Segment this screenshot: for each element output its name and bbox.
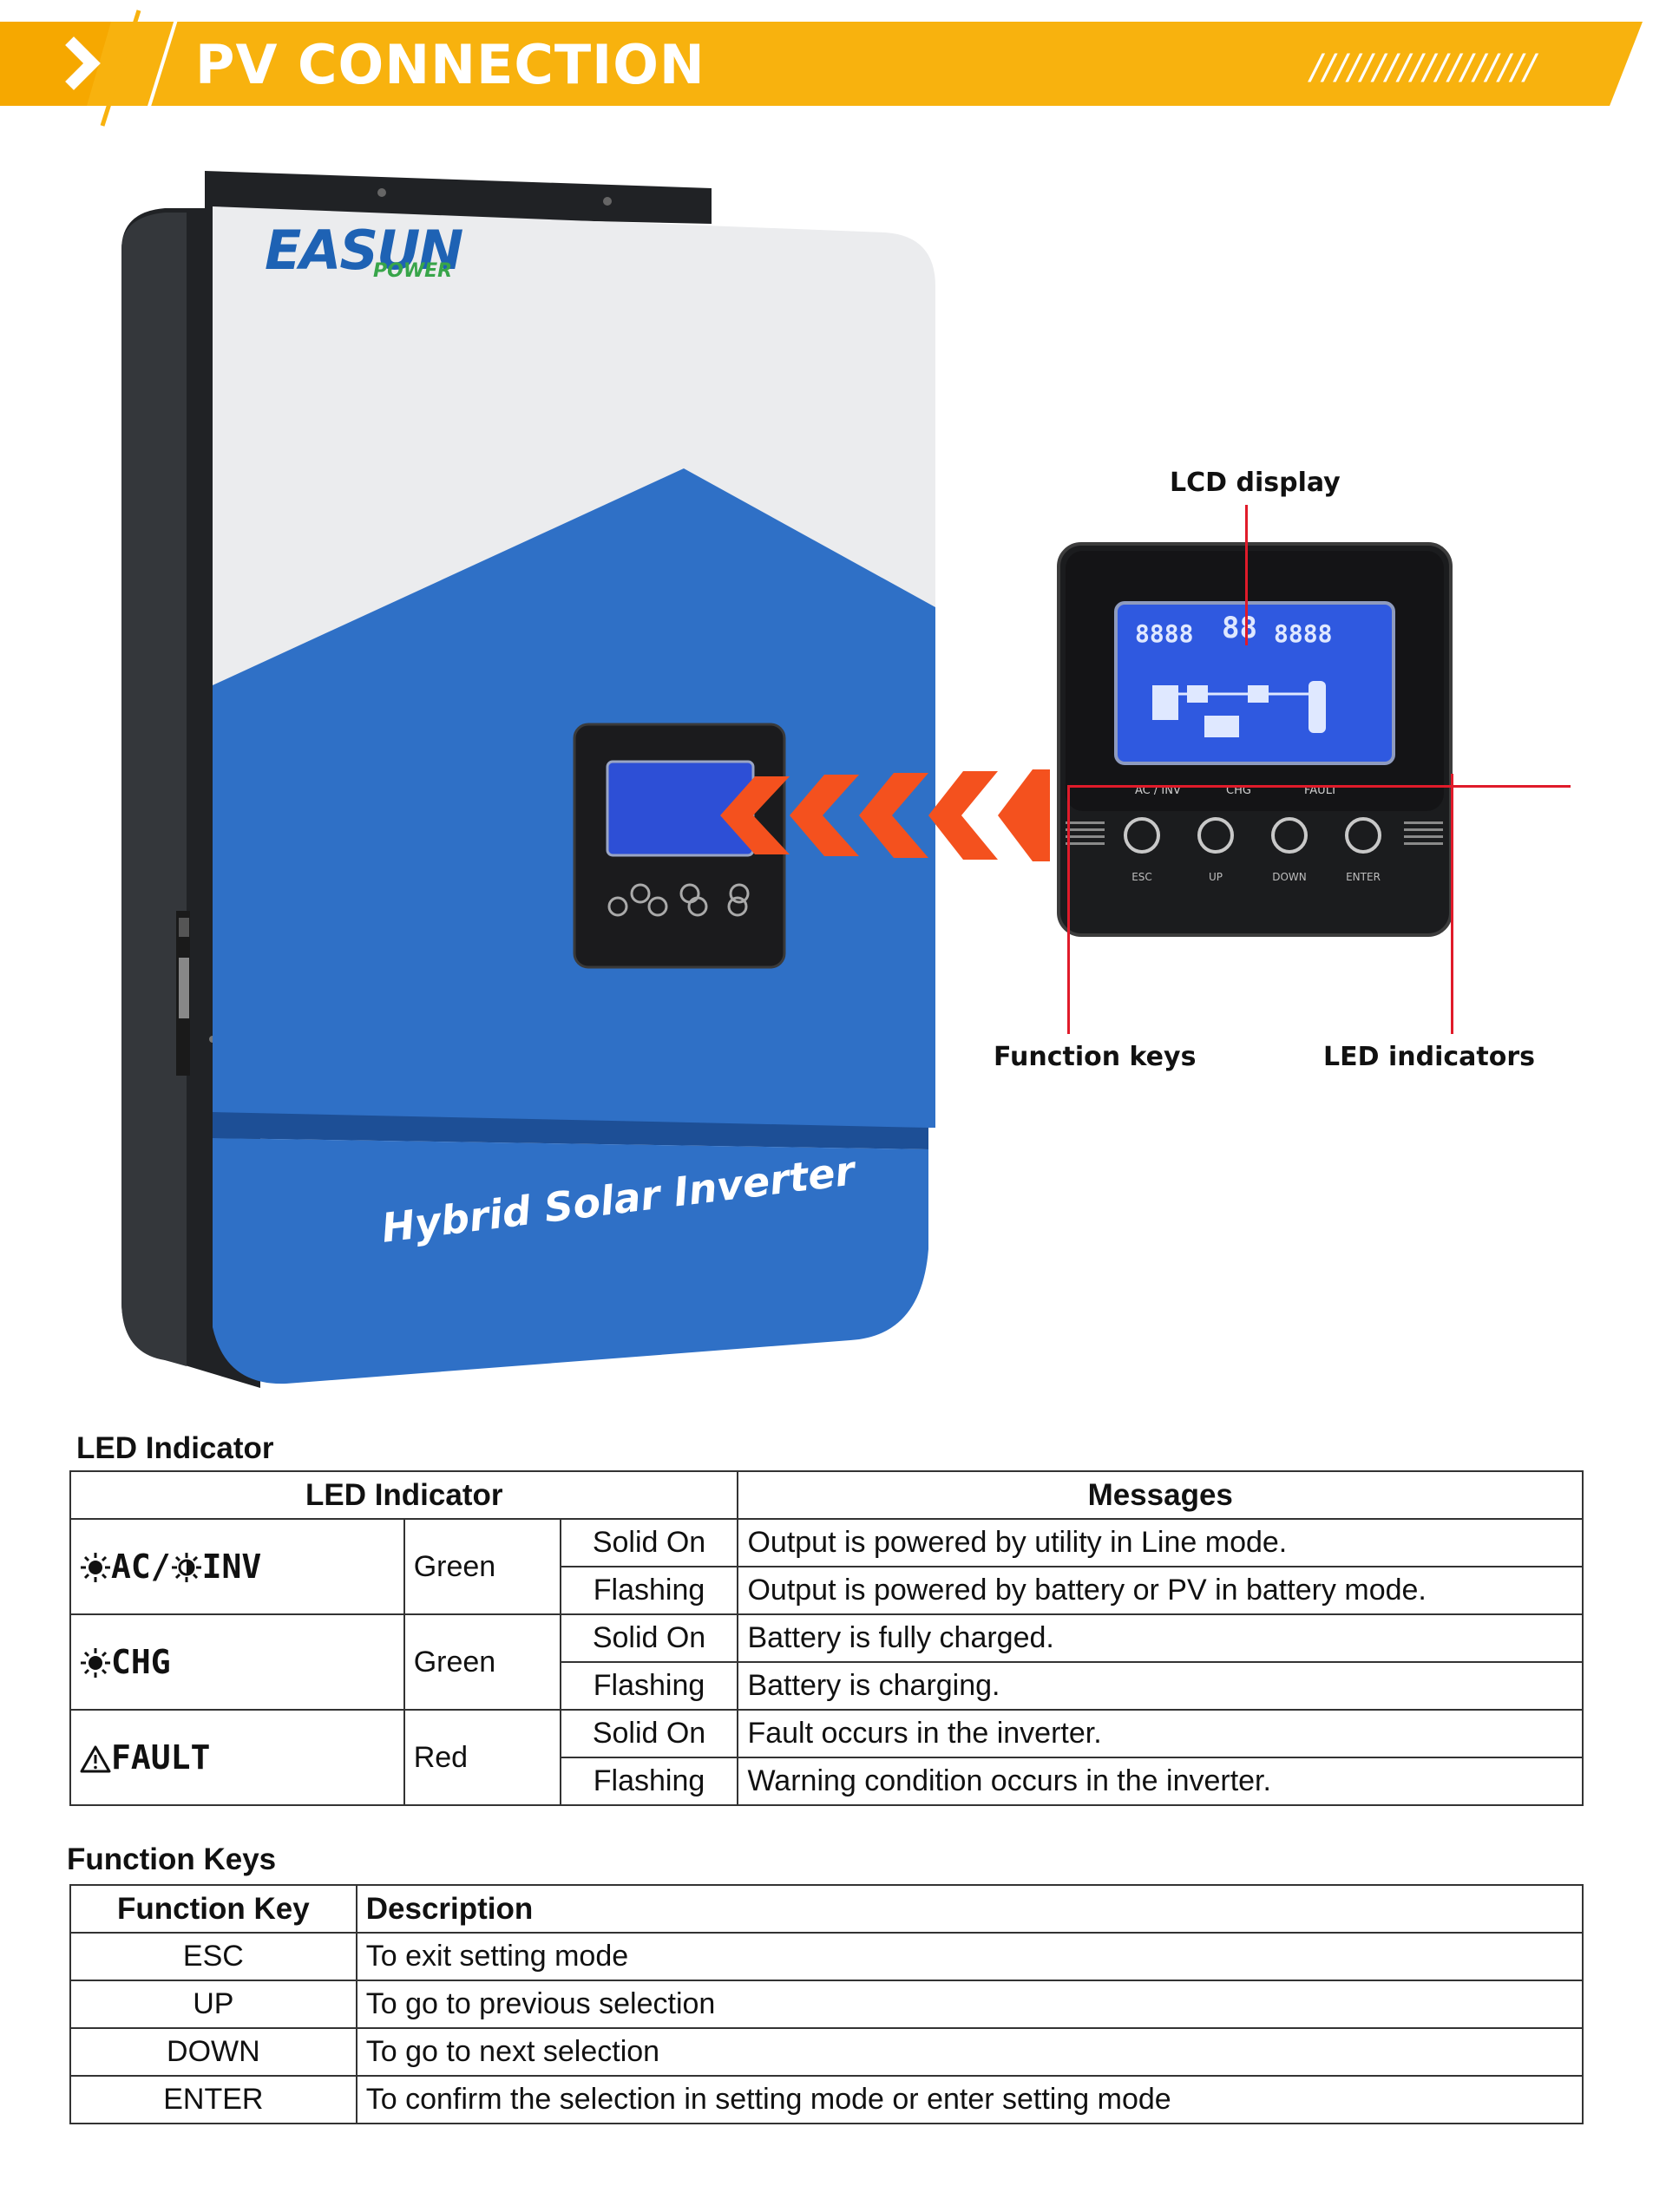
arrow-left-icon	[998, 769, 1050, 861]
table-row: Flashing Output is powered by battery or…	[70, 1566, 1584, 1615]
led-state: Solid On	[559, 1709, 739, 1758]
banner-title: PV CONNECTION	[195, 33, 705, 96]
function-description: To go to next selection	[355, 2027, 1584, 2077]
led-chg: CHG	[69, 1613, 405, 1711]
table-row: DOWN To go to next selection	[69, 2027, 1584, 2077]
arrow-overlay	[928, 769, 1050, 861]
table-row: AC/ INV Green Solid On Output is powered…	[69, 1518, 1584, 1615]
led-ac-inv: AC/ INV	[69, 1518, 405, 1615]
led-message: Output is powered by battery or PV in ba…	[737, 1566, 1584, 1615]
led-indicator-table: LED Indicator Messages AC/ INV Green Sol…	[69, 1470, 1584, 1806]
svg-text:88: 88	[1222, 611, 1257, 645]
header-led-indicator: LED Indicator	[69, 1470, 739, 1520]
table-row: UP To go to previous selection	[69, 1980, 1584, 2029]
banner-background	[0, 0, 1643, 127]
led-message: Battery is charging.	[737, 1661, 1584, 1711]
svg-text:ESC: ESC	[1131, 871, 1152, 883]
header-description: Description	[355, 1884, 1584, 1934]
brand-logo: EASUN	[265, 219, 463, 282]
svg-text:ENTER: ENTER	[1346, 871, 1381, 883]
led-message: Output is powered by utility in Line mod…	[737, 1518, 1584, 1567]
section-banner: PV CONNECTION //////////////////	[0, 0, 1666, 130]
function-keys-title: Function Keys	[67, 1842, 277, 1876]
svg-text:UP: UP	[1209, 871, 1223, 883]
table-row: ESC To exit setting mode	[69, 1932, 1584, 1981]
arrow-left-icon	[859, 773, 928, 858]
led-label: AC/	[111, 1548, 171, 1586]
function-description: To confirm the selection in setting mode…	[355, 2075, 1584, 2124]
svg-text:8888: 8888	[1274, 619, 1332, 648]
sun-icon	[81, 1648, 110, 1678]
svg-text:8888: 8888	[1135, 619, 1193, 648]
callout-led-indicators: LED indicators	[1323, 1042, 1535, 1072]
table-row: FAULT Red Solid On Fault occurs in the i…	[69, 1709, 1584, 1806]
led-state: Solid On	[559, 1518, 739, 1567]
function-key: DOWN	[69, 2027, 357, 2077]
table-row: Flashing Battery is charging.	[70, 1661, 1584, 1711]
led-label: FAULT	[111, 1738, 211, 1777]
led-color: Green	[403, 1613, 561, 1711]
arrow-left-icon	[790, 775, 859, 856]
callout-line-led	[1451, 774, 1453, 1034]
led-fault: FAULT	[69, 1709, 405, 1806]
led-message: Fault occurs in the inverter.	[737, 1709, 1584, 1758]
function-key: UP	[69, 1980, 357, 2029]
half-sun-icon	[171, 1553, 201, 1582]
sun-icon	[81, 1553, 110, 1582]
warning-triangle-icon	[80, 1745, 111, 1773]
function-key: ENTER	[69, 2075, 357, 2124]
function-description: To go to previous selection	[355, 1980, 1584, 2029]
callout-function-keys: Function keys	[994, 1042, 1197, 1072]
led-color: Green	[403, 1518, 561, 1615]
led-label-b: INV	[201, 1548, 262, 1586]
arrow-left-icon	[928, 771, 998, 860]
function-keys-table: Function Key Description ESC To exit set…	[69, 1884, 1584, 2124]
function-key: ESC	[69, 1932, 357, 1981]
inverter-illustration	[121, 171, 935, 1388]
led-message: Battery is fully charged.	[737, 1613, 1584, 1663]
header-function-key: Function Key	[69, 1884, 357, 1934]
chevron-right-icon	[65, 36, 101, 90]
table-row: Flashing Warning condition occurs in the…	[70, 1757, 1584, 1806]
table-header-row: Function Key Description	[69, 1884, 1584, 1934]
table-header-row: LED Indicator Messages	[69, 1470, 1584, 1520]
banner-decoration: //////////////////	[1310, 48, 1537, 88]
callout-line-lcd	[1245, 505, 1248, 645]
led-state: Solid On	[559, 1613, 739, 1663]
led-section-title: LED Indicator	[76, 1431, 274, 1465]
led-label: CHG	[111, 1643, 171, 1681]
table-row: ENTER To confirm the selection in settin…	[69, 2075, 1584, 2124]
arrow-left-icon	[720, 776, 790, 854]
callout-lcd-display: LCD display	[1170, 468, 1341, 498]
function-description: To exit setting mode	[355, 1932, 1584, 1981]
callout-line-led-horizontal	[1067, 785, 1571, 788]
header-messages: Messages	[737, 1470, 1584, 1520]
led-color: Red	[403, 1709, 561, 1806]
table-row: CHG Green Solid On Battery is fully char…	[69, 1613, 1584, 1711]
control-panel-closeup: 8888 8888 88 AC / INV CHG FAULT ESC UP D…	[1057, 542, 1453, 937]
callout-line-keys	[1067, 785, 1070, 1034]
svg-text:DOWN: DOWN	[1272, 871, 1307, 883]
led-state: Flashing	[559, 1757, 739, 1806]
led-state: Flashing	[559, 1566, 739, 1615]
led-state: Flashing	[559, 1661, 739, 1711]
brand-logo-sub: POWER	[373, 260, 453, 282]
led-message: Warning condition occurs in the inverter…	[737, 1757, 1584, 1806]
